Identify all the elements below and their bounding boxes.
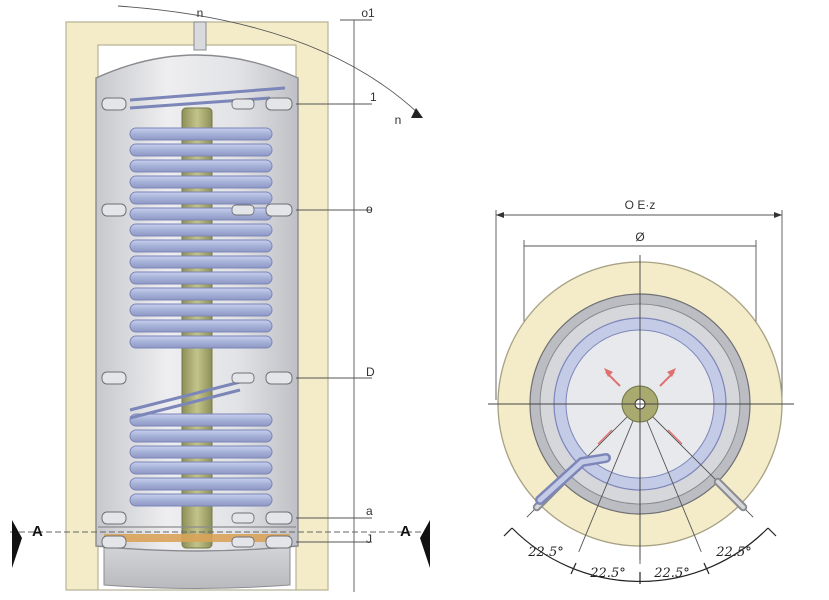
coil-turn [129, 223, 273, 237]
level-mark-4: a [366, 504, 373, 518]
coil-turn [129, 127, 273, 141]
connection-nozzle [265, 97, 293, 111]
section-arrow-right [420, 520, 430, 568]
arc-mark: n [395, 113, 402, 127]
plan-dim-arrow-right [774, 212, 782, 218]
coil-turn [129, 413, 273, 427]
connection-nozzle [265, 511, 293, 525]
inner-diameter-label: Ø [635, 230, 644, 244]
radial-line [639, 403, 702, 552]
connection-nozzle [101, 511, 127, 525]
coil-turn [129, 239, 273, 253]
tank-base [103, 544, 291, 589]
coil-turn [129, 143, 273, 157]
section-arrow-left [12, 520, 22, 568]
sensor-port [231, 512, 255, 524]
plan-dim-arrow-left [496, 212, 504, 218]
coil-turn [129, 319, 273, 333]
side-pipe-core [715, 479, 746, 510]
sensor-port [231, 204, 255, 216]
lower-heat-exchanger-coil [129, 413, 273, 507]
angle-label-4: 22.5° [715, 545, 751, 560]
plan-view: O E·z Ø [488, 198, 794, 584]
section-label-right: A [400, 523, 411, 540]
angle-label-1: 22.5° [527, 545, 563, 560]
arc-arrowhead [411, 108, 423, 118]
coil-turn [129, 159, 273, 173]
top-outlet-pipe [193, 21, 207, 51]
connection-nozzle [265, 535, 293, 549]
coil-inlet-pipe-core [537, 455, 609, 503]
outer-diameter-label: O E·z [625, 198, 656, 212]
coil-turn [129, 175, 273, 189]
sensor-port [231, 536, 255, 548]
angle-ticks [503, 527, 777, 584]
connection-nozzles [101, 97, 293, 549]
level-mark-5: J [366, 532, 372, 546]
sensor-port [231, 372, 255, 384]
angle-label-2: 22.5° [589, 566, 625, 581]
top-mark: n [197, 6, 204, 20]
radial-line [578, 403, 641, 552]
level-mark-1: 1 [370, 90, 377, 104]
connection-nozzle [265, 371, 293, 385]
connection-nozzle [101, 371, 127, 385]
coil-turn [129, 191, 273, 205]
connection-nozzle [265, 203, 293, 217]
sensor-port [231, 98, 255, 110]
coil-turn [129, 461, 273, 475]
coil-turn [129, 303, 273, 317]
dimension-lines [296, 19, 372, 592]
coil-turn [129, 335, 273, 349]
connection-nozzle [101, 203, 127, 217]
bottom-heating-band [104, 534, 290, 542]
flow-arrows [597, 368, 683, 445]
top-right-mark: o1 [361, 6, 375, 20]
connection-nozzle [101, 535, 127, 549]
level-mark-2: o [366, 202, 373, 216]
coil-turn [129, 429, 273, 443]
level-mark-3: D [366, 365, 375, 379]
coil-turn [129, 287, 273, 301]
reference-arc [117, 5, 421, 116]
coil-turn [129, 477, 273, 491]
upper-heat-exchanger-coil [129, 127, 273, 349]
section-label-left: A [32, 523, 43, 540]
coil-turn [129, 493, 273, 507]
connection-nozzle [101, 97, 127, 111]
lower-coil-inlet-tube [129, 380, 241, 420]
coil-turn [129, 445, 273, 459]
coil-turn [129, 255, 273, 269]
side-view: n o1 n 1 o D a J A A [10, 5, 430, 592]
coil-turn [129, 271, 273, 285]
angle-label-3: 22.5° [653, 566, 689, 581]
